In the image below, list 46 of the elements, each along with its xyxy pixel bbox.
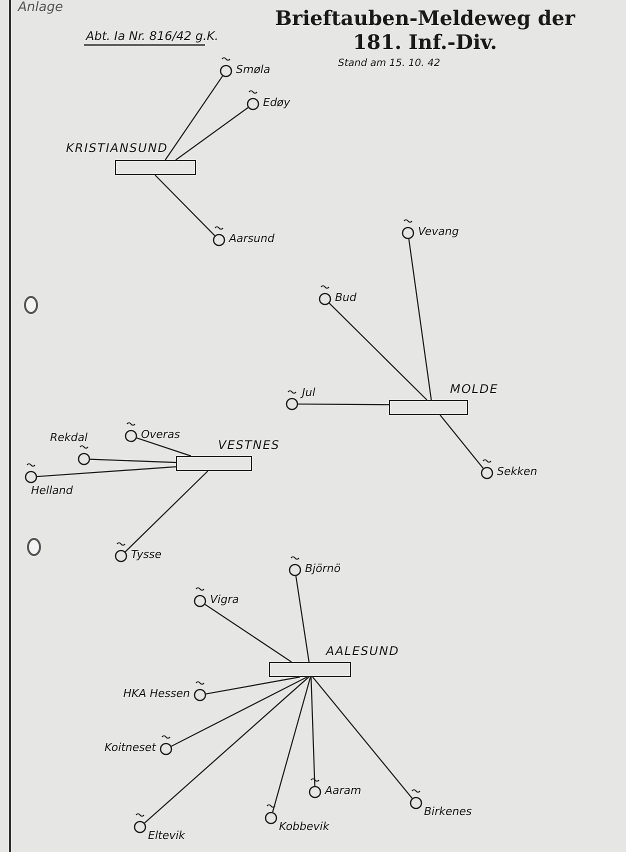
connector-line [204, 604, 292, 662]
connector-line [171, 676, 308, 747]
place-label: Tysse [131, 548, 162, 561]
station-label: MOLDE [450, 382, 498, 396]
connector-line [154, 174, 216, 236]
handwritten-note: Anlage [18, 0, 63, 15]
place-label: Aaram [325, 784, 362, 797]
connector-line [164, 76, 224, 160]
date-note: Stand am 15. 10. 42 [338, 58, 440, 69]
connector-line [144, 676, 310, 824]
connector-line [298, 403, 389, 406]
place-label: Helland [31, 484, 73, 497]
connector-line [328, 302, 428, 400]
place-label: Björnö [305, 562, 341, 575]
connector-line [272, 676, 312, 812]
place-label: Eltevik [148, 829, 186, 842]
place-label: Koitneset [104, 741, 156, 754]
place-label: Edøy [263, 96, 290, 109]
place-label: Overas [141, 428, 180, 441]
reference-number: Abt. Ia Nr. 816/42 g.K. [86, 29, 218, 43]
connector-line [312, 676, 413, 799]
station-label: AALESUND [326, 644, 400, 658]
place-label: Jul [302, 386, 316, 399]
connector-line [206, 676, 300, 695]
connector-line [295, 576, 310, 662]
place-label: Sekken [497, 465, 538, 478]
connector-line [408, 238, 432, 400]
place-label: Bud [335, 291, 357, 304]
station-label: VESTNES [218, 438, 280, 452]
connector-line [440, 414, 484, 469]
connector-line [36, 466, 176, 478]
connector-line [136, 437, 192, 457]
station-label: KRISTIANSUND [66, 141, 168, 155]
connector-line [175, 107, 248, 160]
title: Brieftauben-Meldeweg der 181. Inf.-Div. [274, 6, 576, 54]
place-label: Birkenes [424, 805, 472, 818]
connector-line [90, 458, 176, 464]
connector-line [310, 676, 316, 786]
place-label: Smøla [236, 63, 270, 76]
connector-line [124, 470, 208, 552]
place-label: Rekdal [50, 431, 88, 444]
place-label: Aarsund [229, 232, 274, 245]
place-label: HKA Hessen [123, 687, 190, 700]
place-label: Kobbevik [279, 820, 330, 833]
place-label: Vigra [210, 593, 239, 606]
place-label: Vevang [418, 225, 459, 238]
